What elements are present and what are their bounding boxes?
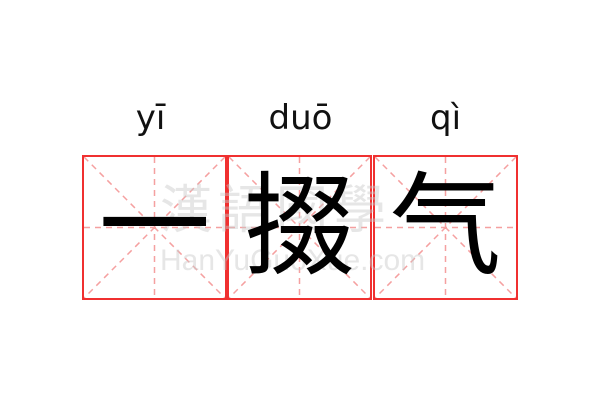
- pinyin-1: duō: [268, 98, 333, 138]
- pinyin-2: qì: [429, 98, 462, 138]
- hanzi-1: 掇: [243, 162, 356, 292]
- character-cell: 一: [82, 155, 227, 300]
- hanzi-0: 一: [98, 162, 211, 292]
- guide-lines-icon: [375, 157, 516, 298]
- guide-lines-icon: [84, 157, 225, 298]
- watermark-chinese: 漢語國學: [160, 181, 393, 241]
- character-cell: 气: [373, 155, 518, 300]
- watermark-site: HanYuGuoXue.com: [160, 244, 426, 277]
- character-cell: 掇: [227, 155, 372, 300]
- character-grid: 一 掇 气: [82, 155, 518, 300]
- guide-lines-icon: [229, 157, 370, 298]
- hanzi-2: 气: [389, 162, 502, 292]
- pinyin-0: yī: [135, 98, 166, 138]
